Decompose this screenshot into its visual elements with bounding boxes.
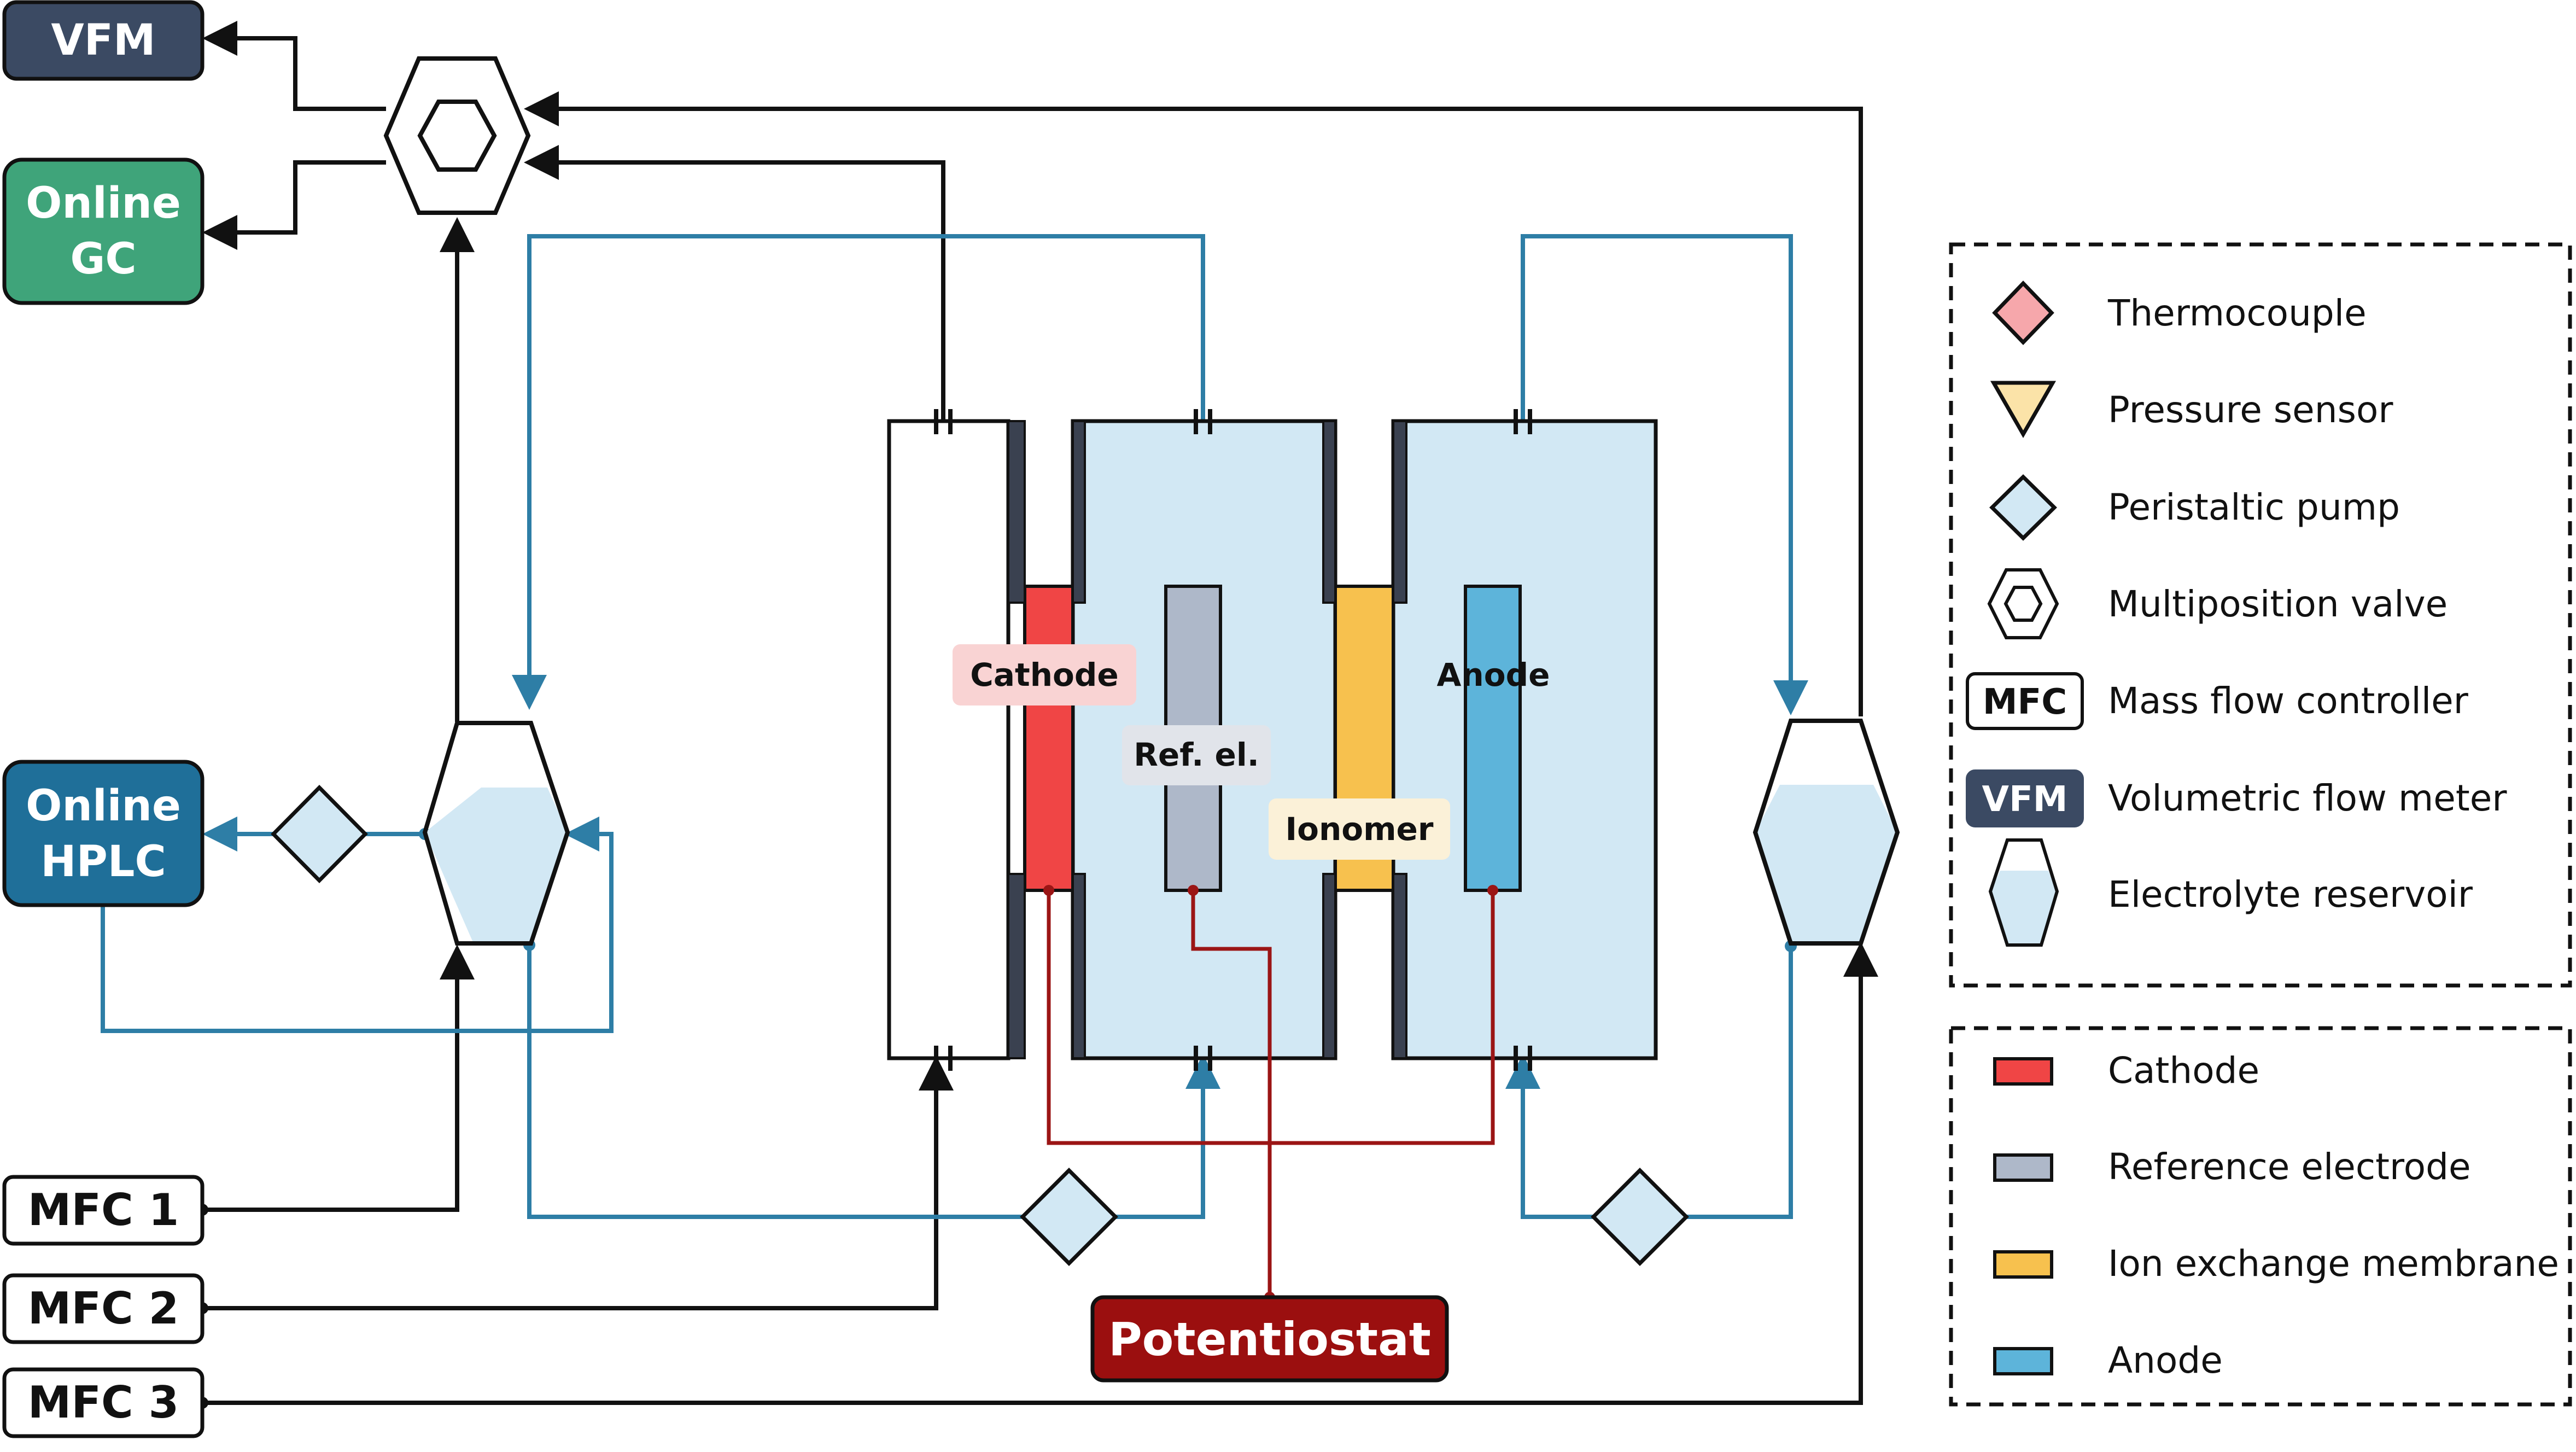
vfm-box: VFM [2,0,205,81]
mfc1-box: MFC 1 [2,1175,205,1246]
ref-el-label: Ref. el. [1134,736,1259,773]
hplc-label-line1: Online [26,782,181,831]
ionomer-tag: Ionomer [1269,798,1450,860]
potentiostat-box: Potentiostat [1090,1295,1449,1383]
cell-gaskets [1007,420,1407,1059]
legend-label-peristaltic-pump: Peristaltic pump [2108,486,2400,528]
cathode-label: Cathode [970,656,1118,693]
legend-label-mfc: Mass flow controller [2108,680,2469,722]
ionomer-label: Ionomer [1286,810,1434,848]
ref-el-tag: Ref. el. [1122,725,1271,785]
left-electrolyte-reservoir [422,721,570,946]
legend-label-cathode: Cathode [2108,1049,2259,1092]
multiposition-valve-legend-icon [1987,568,2059,639]
pressure-sensor-icon [1990,381,2057,439]
legend-label-pressure-sensor: Pressure sensor [2108,389,2393,431]
anode-electrode [1464,585,1522,892]
hplc-label-line2: HPLC [40,837,166,887]
legend-mfc-icon-text: MFC [1983,682,2067,722]
reservoir-legend-icon [1988,838,2059,947]
hplc-sampling-pump-icon [271,785,368,883]
potentiostat-label: Potentiostat [1108,1313,1431,1366]
mfc3-box: MFC 3 [2,1367,205,1438]
legend-label-thermocouple: Thermocouple [2107,292,2367,334]
mfc2-label: MFC 2 [28,1283,179,1334]
mfc1-label: MFC 1 [28,1185,179,1235]
legend-label-anode: Anode [2108,1339,2223,1381]
right-electrolyte-reservoir [1753,719,1900,946]
thermocouple-icon [1992,280,2054,346]
gas-lines [202,21,1878,1405]
legend-swatch-membrane [1993,1250,2053,1279]
cathode-electrode [1023,585,1074,892]
legend-swatch-cathode [1993,1057,2053,1086]
mfc3-label: MFC 3 [28,1377,179,1428]
online-gc-box: Online GC [2,158,205,305]
gc-label-line2: GC [70,235,136,284]
legend-symbols: Thermocouple Pressure sensor Peristaltic… [1949,242,2572,988]
legend-components: Cathode Reference electrode Ion exchange… [1949,1026,2572,1407]
vfm-legend-icon: VFM [1966,769,2084,827]
legend-swatch-reference [1993,1153,2053,1182]
legend-swatch-anode [1993,1347,2053,1375]
vfm-label: VFM [51,16,155,65]
anode-label: Anode [1437,656,1550,693]
online-hplc-box: Online HPLC [2,760,205,907]
legend-label-membrane: Ion exchange membrane [2108,1243,2559,1285]
legend-label-reservoir: Electrolyte reservoir [2108,873,2473,915]
legend-label-vfm: Volumetric flow meter [2108,777,2507,819]
potentiostat-wires [1047,890,1495,1297]
flow-cell [887,409,1658,1071]
mfc-legend-icon: MFC [1966,672,2084,730]
catholyte-pump-icon [1020,1168,1118,1266]
cathode-gas-chamber [887,419,1010,1060]
legend-label-multiposition-valve: Multiposition valve [2108,583,2448,625]
anolyte-pump-icon [1591,1168,1689,1266]
peristaltic-pump-icon [1989,474,2057,541]
cell-ports [934,409,1532,1071]
anolyte-chamber [1391,419,1658,1060]
liquid-lines [101,234,1808,1219]
legend-label-reference: Reference electrode [2108,1146,2471,1188]
legend-vfm-icon-text: VFM [1982,779,2068,820]
cathode-tag: Cathode [953,644,1136,705]
multiposition-valve-icon [383,56,531,215]
mfc2-box: MFC 2 [2,1273,205,1344]
gc-label-line1: Online [26,179,181,228]
